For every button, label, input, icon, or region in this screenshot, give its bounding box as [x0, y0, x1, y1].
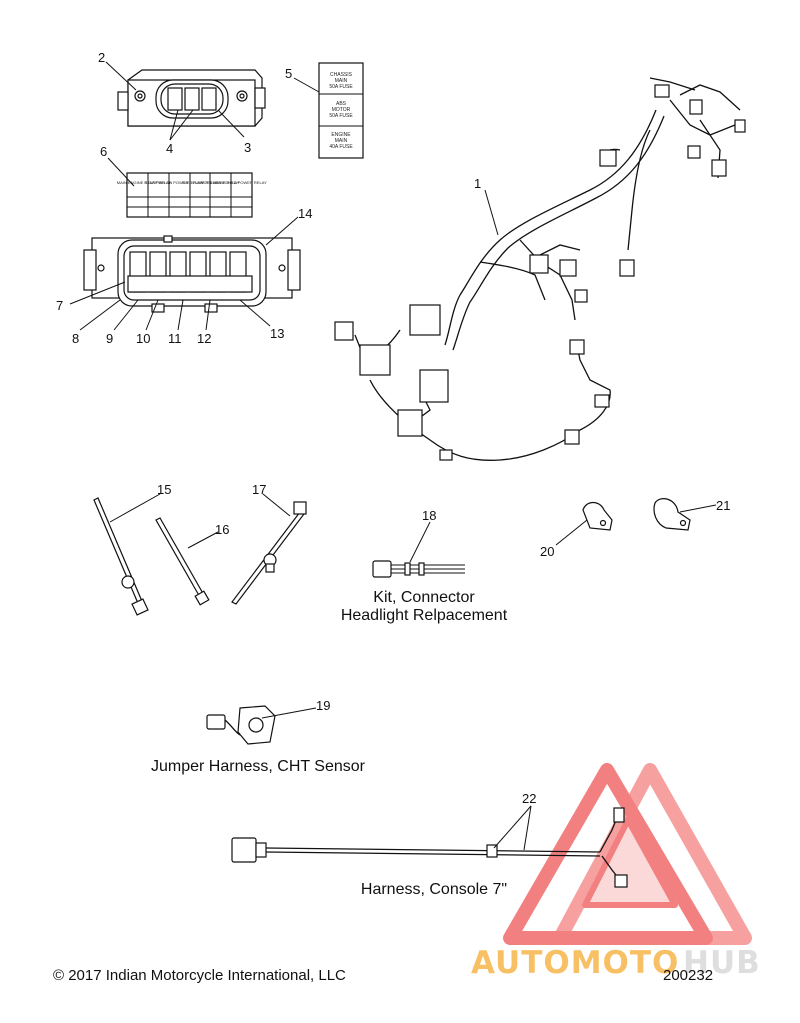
callout-8: 8	[72, 331, 79, 346]
cable-tie-15	[93, 497, 149, 616]
clamp-20	[582, 501, 613, 531]
relay-label-h1: MAIN ENGINE RELAY	[117, 180, 158, 185]
fuse-label-line9: 40A FUSE	[329, 144, 353, 150]
fuse-label-line8: MAIN	[335, 138, 348, 144]
callout-20: 20	[540, 544, 554, 559]
diagram-number: 200232	[663, 967, 713, 984]
callout-19: 19	[316, 698, 330, 713]
callout-7: 7	[56, 298, 63, 313]
clamp-21	[653, 498, 691, 531]
watermark-text-automoto: AUTOMOTO	[471, 945, 679, 981]
callout-numbers: 2 3 4 5 6 14 7 8 9 10 11 12 13 1 15 16 1…	[56, 50, 730, 806]
watermark-text-hub: HUB	[683, 945, 761, 981]
caption-kit-line2: Headlight Relpacement	[341, 607, 508, 624]
cable-tie-17	[231, 501, 307, 605]
caption-kit-line1: Kit, Connector	[373, 589, 475, 606]
fuse-label-line2: MAIN	[335, 78, 348, 84]
copyright-text: © 2017 Indian Motorcycle International, …	[53, 967, 346, 984]
callout-21: 21	[716, 498, 730, 513]
callout-3: 3	[244, 140, 251, 155]
fuse-label-card: CHASSIS MAIN 50A FUSE ABS MOTOR 50A FUSE…	[318, 62, 364, 159]
fuse-label-line1: CHASSIS	[330, 72, 353, 78]
fuse-label-line5: MOTOR	[332, 107, 351, 113]
callout-12: 12	[197, 331, 211, 346]
captions: Kit, Connector Headlight Relpacement Jum…	[151, 589, 508, 898]
callout-6: 6	[100, 144, 107, 159]
relay-label-card: MAIN ENGINE RELAY START RELAY PWR ON POW…	[117, 172, 267, 218]
caption-console: Harness, Console 7"	[361, 881, 507, 898]
relay-box	[83, 235, 301, 313]
relay-label-h5: NOT ENGINE RELAY	[201, 180, 240, 185]
leader-lines	[69, 61, 717, 851]
watermark-logo: AUTOMOTO HUB	[471, 763, 761, 981]
cht-sensor-jumper-19	[206, 705, 276, 745]
fuse-block	[117, 69, 266, 127]
callout-13: 13	[270, 326, 284, 341]
callout-15: 15	[157, 482, 171, 497]
caption-jumper: Jumper Harness, CHT Sensor	[151, 758, 366, 775]
fuse-label-line4: ABS	[336, 101, 347, 107]
callout-1: 1	[474, 176, 481, 191]
callout-22: 22	[522, 791, 536, 806]
fuse-label-line3: 50A FUSE	[329, 84, 353, 90]
relay-label-h3: PWR ON POWER RELAY	[156, 180, 203, 185]
callout-11: 11	[168, 331, 182, 346]
callout-17: 17	[252, 482, 266, 497]
main-wiring-harness	[334, 77, 746, 461]
callout-14: 14	[298, 206, 312, 221]
fuse-label-line7: ENGINE	[331, 132, 351, 138]
fuse-label-line6: 50A FUSE	[329, 113, 353, 119]
footer: © 2017 Indian Motorcycle International, …	[53, 967, 713, 984]
connector-kit-18	[372, 560, 465, 578]
relay-label-h6: SWITCHED POWER RELAY	[215, 180, 267, 185]
callout-16: 16	[215, 522, 229, 537]
cable-tie-16	[155, 517, 210, 606]
callout-9: 9	[106, 331, 113, 346]
callout-2: 2	[98, 50, 105, 65]
callout-10: 10	[136, 331, 150, 346]
callout-4: 4	[166, 141, 173, 156]
callout-5: 5	[285, 66, 292, 81]
callout-18: 18	[422, 508, 436, 523]
relay-label-h2: START RELAY	[145, 180, 172, 185]
relay-label-h4: FUEL PUMP RELAY	[182, 180, 219, 185]
console-harness-22	[231, 807, 628, 888]
